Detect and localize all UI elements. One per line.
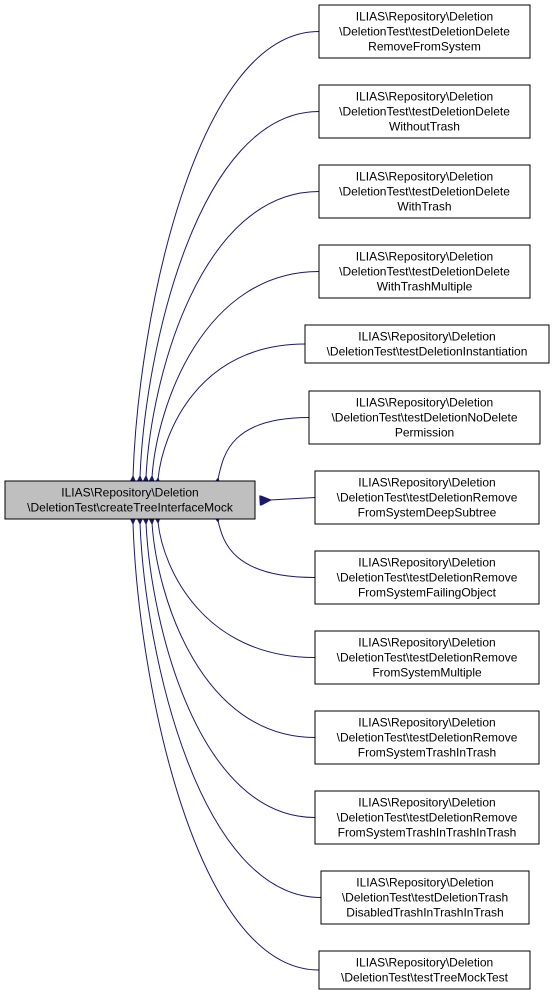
- caller-node-label-line: ILIAS\Repository\Deletion: [358, 716, 495, 730]
- call-edge: [133, 523, 320, 971]
- focus-node[interactable]: ILIAS\Repository\Deletion\DeletionTest\c…: [4, 480, 256, 520]
- caller-node-box: [314, 710, 540, 765]
- caller-node-label-line: WithTrashMultiple: [377, 280, 473, 294]
- caller-node-label-line: WithoutTrash: [389, 120, 460, 134]
- caller-node[interactable]: ILIAS\Repository\Deletion\DeletionTest\t…: [314, 710, 540, 765]
- caller-node-label-line: \DeletionTest\testDeletionRemove: [337, 491, 518, 505]
- caller-node-label-line: \DeletionTest\testDeletionNoDelete: [331, 411, 517, 425]
- graph-nodes: ILIAS\Repository\Deletion\DeletionTest\c…: [4, 4, 550, 990]
- caller-node[interactable]: ILIAS\Repository\Deletion\DeletionTest\t…: [308, 390, 541, 445]
- focus-node-label-line: \DeletionTest\createTreeInterfaceMock: [27, 501, 234, 515]
- caller-node-label-line: FromSystemFailingObject: [358, 586, 497, 600]
- caller-node-label-line: \DeletionTest\testDeletionRemove: [337, 731, 518, 745]
- caller-node-label-line: WithTrash: [397, 200, 451, 214]
- call-edge: [218, 417, 310, 480]
- caller-node-box: [318, 4, 531, 59]
- call-edge: [152, 271, 320, 478]
- caller-node[interactable]: ILIAS\Repository\Deletion\DeletionTest\t…: [318, 164, 531, 219]
- caller-node-label-line: ILIAS\Repository\Deletion: [358, 556, 495, 570]
- caller-node-label-line: ILIAS\Repository\Deletion: [356, 956, 493, 970]
- call-edge: [140, 111, 320, 478]
- caller-node-box: [318, 84, 531, 139]
- caller-node-label-line: ILIAS\Repository\Deletion: [356, 10, 493, 24]
- caller-node-label-line: ILIAS\Repository\Deletion: [356, 396, 493, 410]
- caller-node-box: [318, 164, 531, 219]
- caller-node-box: [318, 244, 531, 299]
- caller-node[interactable]: ILIAS\Repository\Deletion\DeletionTest\t…: [320, 870, 530, 925]
- caller-node-label-line: \DeletionTest\testDeletionRemove: [337, 571, 518, 585]
- caller-node[interactable]: ILIAS\Repository\Deletion\DeletionTest\t…: [314, 470, 540, 525]
- call-edge: [158, 343, 306, 479]
- call-edges: [133, 31, 322, 971]
- call-edge: [270, 498, 316, 501]
- caller-node-label-line: DisabledTrashInTrashInTrash: [346, 906, 503, 920]
- caller-node-box: [314, 550, 540, 605]
- caller-node[interactable]: ILIAS\Repository\Deletion\DeletionTest\t…: [304, 324, 550, 364]
- caller-node[interactable]: ILIAS\Repository\Deletion\DeletionTest\t…: [318, 244, 531, 299]
- caller-node[interactable]: ILIAS\Repository\Deletion\DeletionTest\t…: [318, 4, 531, 59]
- call-edge: [140, 523, 322, 898]
- caller-node-label-line: FromSystemMultiple: [372, 666, 482, 680]
- focus-node-box: [4, 480, 256, 520]
- caller-node-label-line: ILIAS\Repository\Deletion: [356, 876, 493, 890]
- caller-node[interactable]: ILIAS\Repository\Deletion\DeletionTest\t…: [314, 550, 540, 605]
- caller-node-box: [314, 790, 540, 845]
- caller-node-label-line: FromSystemTrashInTrashInTrash: [338, 826, 517, 840]
- caller-node-label-line: ILIAS\Repository\Deletion: [358, 476, 495, 490]
- caller-node-label-line: \DeletionTest\testDeletionDelete: [339, 265, 510, 279]
- call-edge: [152, 523, 316, 738]
- caller-node-label-line: \DeletionTest\testDeletionDelete: [339, 25, 510, 39]
- call-edge: [218, 521, 316, 578]
- caller-node-label-line: ILIAS\Repository\Deletion: [356, 90, 493, 104]
- caller-node[interactable]: ILIAS\Repository\Deletion\DeletionTest\t…: [318, 950, 531, 990]
- caller-node-box: [314, 470, 540, 525]
- caller-node-label-line: ILIAS\Repository\Deletion: [358, 636, 495, 650]
- call-edge: [158, 522, 316, 658]
- caller-node-box: [304, 324, 550, 364]
- caller-node-box: [320, 870, 530, 925]
- call-edge: [146, 523, 316, 818]
- caller-node-label-line: \DeletionTest\testDeletionInstantiation: [327, 345, 528, 359]
- caller-node-label-line: \DeletionTest\testTreeMockTest: [341, 971, 509, 985]
- caller-node-label-line: \DeletionTest\testDeletionDelete: [339, 105, 510, 119]
- caller-node-label-line: \DeletionTest\testDeletionRemove: [337, 651, 518, 665]
- focus-node-label-line: ILIAS\Repository\Deletion: [61, 486, 198, 500]
- caller-node-label-line: ILIAS\Repository\Deletion: [358, 330, 495, 344]
- caller-node-box: [308, 390, 541, 445]
- caller-node-label-line: RemoveFromSystem: [368, 40, 481, 54]
- caller-node-label-line: \DeletionTest\testDeletionDelete: [339, 185, 510, 199]
- caller-node-label-line: Permission: [395, 426, 454, 440]
- caller-node-label-line: ILIAS\Repository\Deletion: [356, 170, 493, 184]
- caller-node-label-line: FromSystemDeepSubtree: [358, 506, 497, 520]
- caller-node-box: [314, 630, 540, 685]
- call-edge: [133, 31, 320, 478]
- caller-node-label-line: \DeletionTest\testDeletionRemove: [337, 811, 518, 825]
- caller-node-label-line: ILIAS\Repository\Deletion: [356, 250, 493, 264]
- caller-node-label-line: FromSystemTrashInTrash: [358, 746, 496, 760]
- caller-node-box: [318, 950, 531, 990]
- caller-node[interactable]: ILIAS\Repository\Deletion\DeletionTest\t…: [318, 84, 531, 139]
- caller-node[interactable]: ILIAS\Repository\Deletion\DeletionTest\t…: [314, 630, 540, 685]
- caller-node[interactable]: ILIAS\Repository\Deletion\DeletionTest\t…: [314, 790, 540, 845]
- caller-node-label-line: ILIAS\Repository\Deletion: [358, 796, 495, 810]
- caller-node-label-line: \DeletionTest\testDeletionTrash: [342, 891, 508, 905]
- call-edge: [146, 191, 320, 478]
